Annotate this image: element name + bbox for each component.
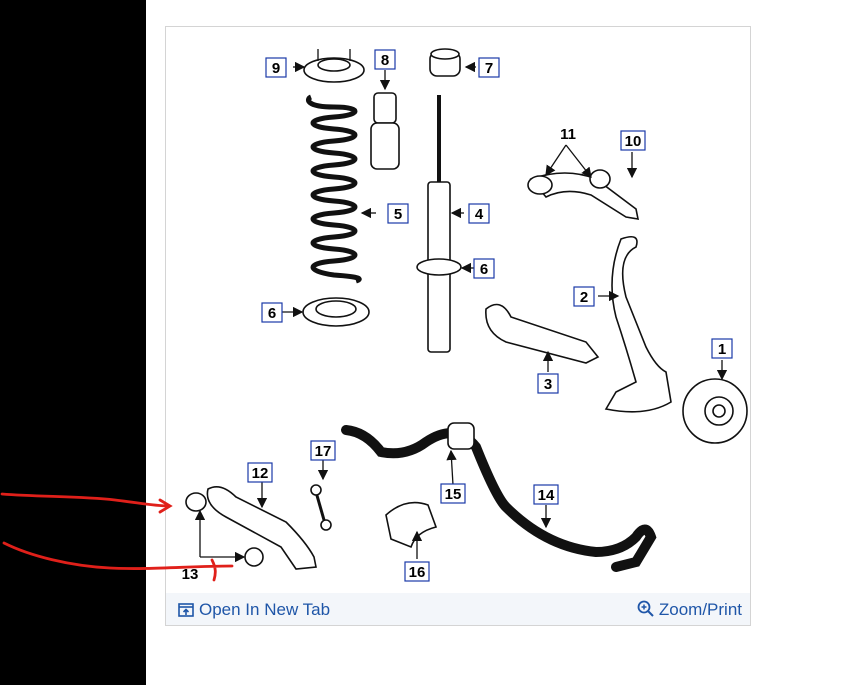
svg-text:4: 4	[475, 206, 484, 223]
part-stabilizer-link	[310, 484, 332, 531]
zoom-icon	[637, 600, 654, 617]
svg-text:12: 12	[252, 465, 269, 482]
svg-text:2: 2	[580, 289, 588, 306]
svg-text:17: 17	[315, 443, 332, 460]
svg-text:9: 9	[272, 60, 280, 77]
svg-text:7: 7	[485, 60, 493, 77]
callout-9: 9	[265, 57, 287, 78]
callout-2: 2	[573, 286, 595, 307]
part-lower-control-arm	[485, 303, 600, 364]
part-wheel-hub	[682, 378, 748, 444]
part-steering-knuckle	[604, 236, 672, 413]
zoom-print-label: Zoom/Print	[658, 600, 742, 619]
part-bushing	[429, 48, 461, 77]
suspension-parts-diagram: 9 8 7 11 10 5 4 6 6 2 3 1 12 17 15 14 16…	[182, 48, 748, 583]
callout-4: 4	[468, 203, 490, 224]
open-new-tab-icon	[178, 603, 194, 617]
callout-12: 12	[247, 462, 273, 483]
callout-10: 10	[620, 130, 646, 151]
callout-3: 3	[537, 373, 559, 394]
svg-text:15: 15	[445, 486, 462, 503]
callout-17: 17	[310, 440, 336, 461]
part-bracket	[385, 501, 438, 549]
svg-text:3: 3	[544, 376, 552, 393]
svg-text:8: 8	[381, 52, 389, 69]
svg-text:5: 5	[394, 206, 402, 223]
open-new-tab-link[interactable]: Open In New Tab	[178, 600, 330, 620]
part-strut	[416, 95, 462, 353]
open-new-tab-label: Open In New Tab	[199, 600, 331, 619]
callout-6-seat: 6	[261, 302, 283, 323]
svg-text:13: 13	[182, 566, 199, 583]
black-margin	[0, 0, 146, 685]
part-upper-control-arm	[527, 169, 640, 220]
zoom-print-link[interactable]: Zoom/Print	[637, 600, 742, 620]
callout-14: 14	[533, 484, 559, 505]
svg-text:6: 6	[480, 261, 488, 278]
callout-6-strut: 6	[473, 258, 495, 279]
callout-7: 7	[478, 57, 500, 78]
parts-diagram-card: 9 8 7 11 10 5 4 6 6 2 3 1 12 17 15 14 16…	[165, 26, 751, 626]
svg-text:11: 11	[560, 126, 576, 143]
callout-8: 8	[374, 49, 396, 70]
part-strut-mount	[303, 49, 365, 83]
callout-16: 16	[404, 561, 430, 582]
svg-text:16: 16	[409, 564, 426, 581]
callout-5: 5	[387, 203, 409, 224]
svg-text:10: 10	[625, 133, 642, 150]
card-footer: Open In New Tab Zoom/Print	[166, 593, 750, 625]
part-coil-spring	[306, 94, 362, 284]
svg-text:1: 1	[718, 341, 726, 358]
part-lower-arm-rear	[185, 486, 317, 570]
svg-text:6: 6	[268, 305, 276, 322]
callout-13: 13	[182, 566, 199, 583]
callout-11: 11	[560, 126, 576, 143]
part-spring-seat	[302, 297, 370, 327]
callout-15: 15	[440, 483, 466, 504]
svg-text:14: 14	[538, 487, 555, 504]
part-stabilizer-bar	[341, 422, 657, 572]
callout-1: 1	[711, 338, 733, 359]
part-bump-stop	[370, 92, 400, 170]
